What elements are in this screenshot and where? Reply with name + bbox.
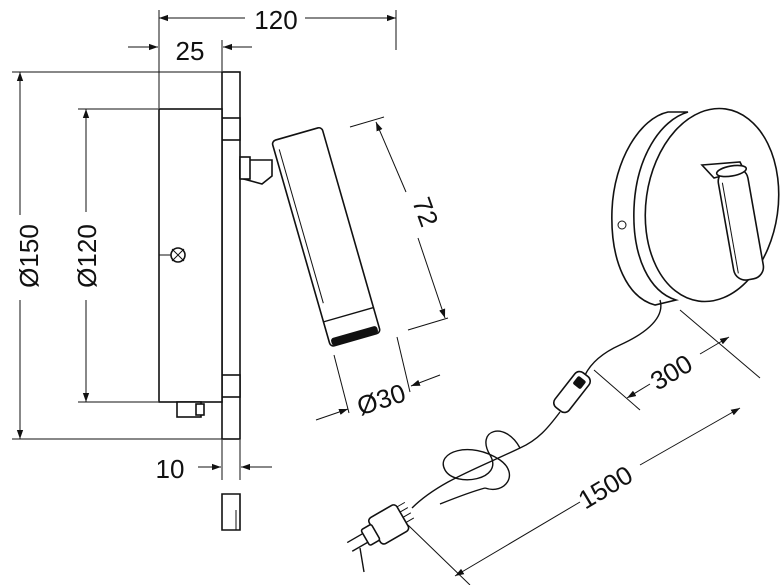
dim-width-total: 120 — [254, 5, 297, 35]
plug-icon — [346, 501, 415, 552]
dim-head-diameter: Ø30 — [353, 378, 409, 422]
spotlight-head — [271, 126, 381, 347]
dim-diameter-inner: Ø120 — [72, 224, 102, 288]
dim-cable-total: 1500 — [573, 460, 638, 516]
dim-diameter-base: Ø150 — [14, 224, 44, 288]
perspective-view — [346, 107, 780, 573]
inline-switch-icon — [552, 370, 592, 414]
side-view — [158, 71, 381, 531]
dim-cable-to-switch: 300 — [645, 348, 698, 396]
dim-head-length: 72 — [406, 193, 444, 230]
dim-plate-thickness: 10 — [156, 454, 185, 484]
dim-depth-base: 25 — [176, 36, 205, 66]
screw-icon — [159, 247, 186, 263]
